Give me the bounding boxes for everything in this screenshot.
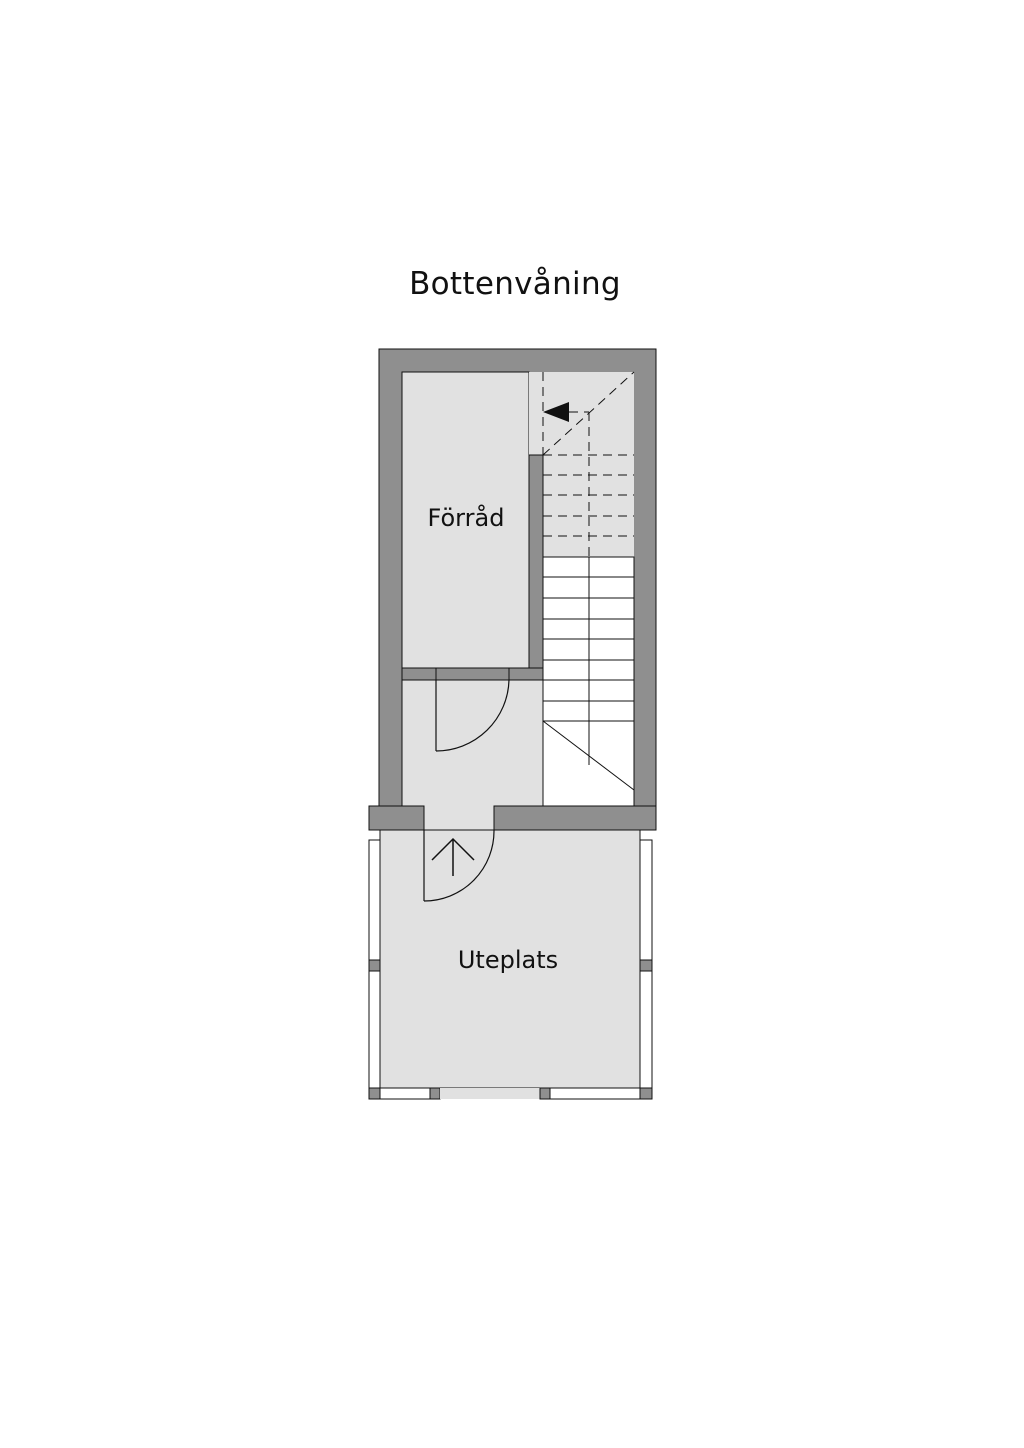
entry-opening-floor: [424, 806, 494, 832]
hall-floor: [401, 679, 544, 808]
stair-upper-floor: [529, 372, 634, 456]
patio-post-bottom-a: [429, 1087, 441, 1100]
patio-railing-bottom-left: [379, 1087, 431, 1100]
storage-hall-wall-left: [401, 667, 437, 681]
storage-floor: [401, 371, 530, 669]
patio-railing-bottom-right: [549, 1087, 641, 1100]
stair-partition-wall: [528, 454, 544, 669]
patio-post-bottom-b: [539, 1087, 551, 1100]
stair-upper-dashed: [542, 371, 635, 557]
patio-post-right-mid: [639, 959, 653, 972]
patio-post-left-mid: [368, 959, 381, 972]
floor-title: Bottenvåning: [409, 266, 621, 302]
storage-hall-wall-right: [508, 667, 544, 681]
patio-floor: [379, 829, 641, 1089]
storage-door: [435, 679, 510, 752]
stair-direction-arrow-icon: [543, 402, 569, 422]
patio-wall-right-top: [493, 805, 657, 831]
stair-treads: [542, 557, 635, 791]
patio-post-right-bottom: [639, 1087, 653, 1100]
room-label-patio: Uteplats: [458, 946, 558, 974]
room-label-storage: Förråd: [428, 503, 505, 532]
patio-wall-left-top: [368, 805, 425, 831]
patio-railing-bottom-mid: [440, 1088, 540, 1099]
patio-post-left-bottom: [368, 1087, 381, 1100]
entry-door: [423, 829, 495, 902]
entry-arrow-icon: [431, 837, 475, 876]
